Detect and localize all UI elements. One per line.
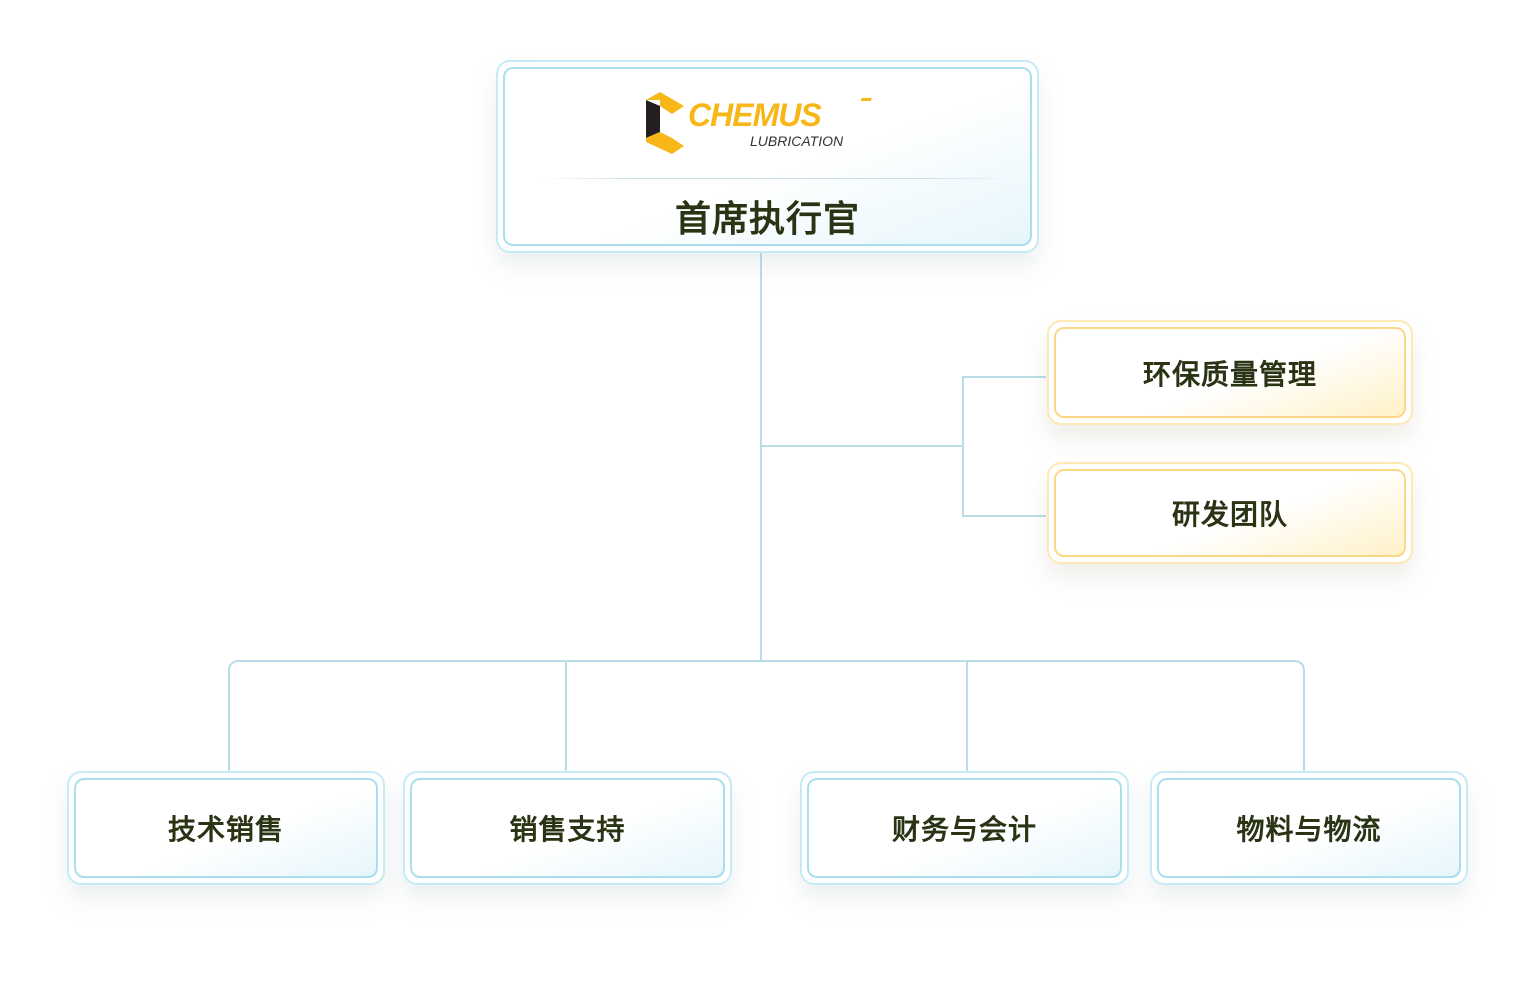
dept-node-logistics[interactable]: 物料与物流 xyxy=(1150,771,1468,885)
dept-node-rnd[interactable]: 研发团队 xyxy=(1047,462,1413,564)
connector-side-2 xyxy=(962,515,1046,517)
ceo-title: 首席执行官 xyxy=(674,199,860,240)
dept-label: 研发团队 xyxy=(1171,498,1288,531)
dept-node-sales-support[interactable]: 销售支持 xyxy=(403,771,732,885)
connector-side-1 xyxy=(962,376,1046,378)
chemus-logo: CHEMUS LUBRICATION xyxy=(646,92,872,154)
ceo-divider xyxy=(538,178,1017,179)
connector-bottom-bus xyxy=(228,660,1305,780)
ceo-node[interactable]: CHEMUS LUBRICATION 首席执行官 xyxy=(496,60,1039,253)
connector-side-branch xyxy=(761,445,964,447)
svg-text:LUBRICATION: LUBRICATION xyxy=(750,133,844,149)
connector-side-vertical xyxy=(962,376,964,517)
dept-label: 销售支持 xyxy=(509,813,626,846)
dept-node-finance[interactable]: 财务与会计 xyxy=(800,771,1129,885)
dept-label: 物料与物流 xyxy=(1236,813,1382,846)
svg-text:CHEMUS: CHEMUS xyxy=(688,97,822,133)
dept-node-env-quality[interactable]: 环保质量管理 xyxy=(1047,320,1413,425)
dept-label: 技术销售 xyxy=(167,813,284,846)
dept-label: 财务与会计 xyxy=(891,813,1037,846)
dept-label: 环保质量管理 xyxy=(1142,357,1317,391)
connector-dept-2 xyxy=(565,661,567,776)
connector-dept-3 xyxy=(966,661,968,776)
dept-node-tech-sales[interactable]: 技术销售 xyxy=(67,771,385,885)
connector-ceo-trunk xyxy=(760,252,762,662)
